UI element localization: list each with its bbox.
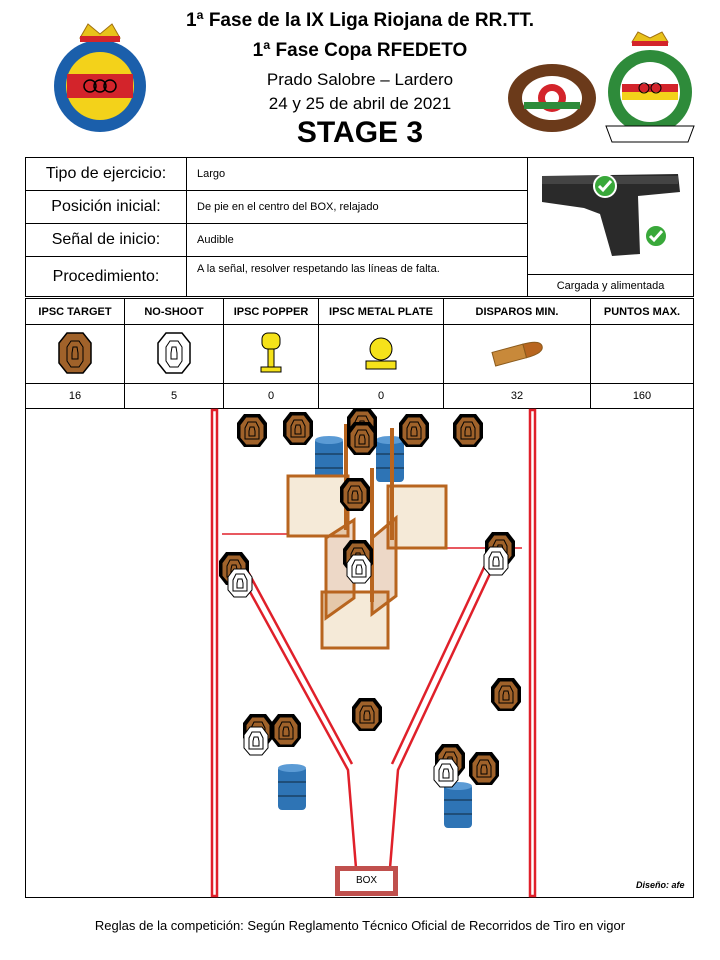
info-value-senal: Audible bbox=[186, 223, 528, 257]
header-title-line2: 1ª Fase Copa RFEDETO bbox=[252, 40, 468, 61]
info-value-procedimiento: A la señal, resolver respetando las líne… bbox=[186, 256, 528, 297]
bullet-icon bbox=[443, 324, 591, 384]
ipsc-target-icon bbox=[25, 324, 125, 384]
stage-title: STAGE 3 bbox=[296, 116, 424, 149]
info-label-posicion: Posición inicial: bbox=[25, 190, 187, 224]
metal-plate-icon bbox=[318, 324, 444, 384]
empty-points-cell bbox=[590, 324, 694, 384]
gun-cell: Cargada y alimentada bbox=[527, 157, 694, 297]
club-tiro-rioja-alta-logo bbox=[508, 64, 596, 132]
stage-layout bbox=[210, 407, 537, 898]
count-metal-plate: 0 bbox=[318, 383, 444, 409]
col-header-no-shoot: NO-SHOOT bbox=[124, 298, 224, 325]
header-venue: Prado Salobre – Lardero bbox=[266, 70, 454, 89]
count-ipsc-target: 16 bbox=[25, 383, 125, 409]
rfedeto-logo bbox=[54, 23, 146, 132]
col-header-popper: IPSC POPPER bbox=[223, 298, 319, 325]
info-value-tipo: Largo bbox=[186, 157, 528, 191]
federacion-riojana-logo bbox=[605, 31, 695, 143]
col-header-ipsc-target: IPSC TARGET bbox=[25, 298, 125, 325]
col-header-metal-plate: IPSC METAL PLATE bbox=[318, 298, 444, 325]
stage-diagram bbox=[25, 407, 694, 898]
info-label-senal: Señal de inicio: bbox=[25, 223, 187, 257]
info-label-procedimiento: Procedimiento: bbox=[25, 256, 187, 297]
info-value-posicion: De pie en el centro del BOX, relajado bbox=[186, 190, 528, 224]
gun-caption: Cargada y alimentada bbox=[528, 274, 693, 292]
no-shoot-icon bbox=[124, 324, 224, 384]
count-puntos: 160 bbox=[590, 383, 694, 409]
header-date: 24 y 25 de abril de 2021 bbox=[268, 94, 452, 113]
count-disparos: 32 bbox=[443, 383, 591, 409]
stage-info-table: Tipo de ejercicio: Largo Cargada y alime… bbox=[25, 157, 694, 297]
stage-no-shoot-targets bbox=[227, 546, 509, 788]
popper-icon bbox=[223, 324, 319, 384]
design-credit: Diseño: afe bbox=[636, 880, 685, 890]
info-label-tipo: Tipo de ejercicio: bbox=[25, 157, 187, 191]
count-no-shoot: 5 bbox=[124, 383, 224, 409]
targets-table: IPSC TARGET NO-SHOOT IPSC POPPER IPSC ME… bbox=[25, 298, 694, 409]
header-title-line1: 1ª Fase de la IX Liga Riojana de RR.TT. bbox=[185, 10, 535, 31]
col-header-puntos: PUNTOS MAX. bbox=[590, 298, 694, 325]
start-box: BOX bbox=[335, 866, 398, 896]
fault-lines bbox=[210, 408, 537, 898]
footer-rules: Reglas de la competición: Según Reglamen… bbox=[94, 918, 626, 933]
pistol-icon bbox=[542, 174, 680, 256]
walls bbox=[286, 424, 448, 650]
count-popper: 0 bbox=[223, 383, 319, 409]
col-header-disparos: DISPAROS MIN. bbox=[443, 298, 591, 325]
